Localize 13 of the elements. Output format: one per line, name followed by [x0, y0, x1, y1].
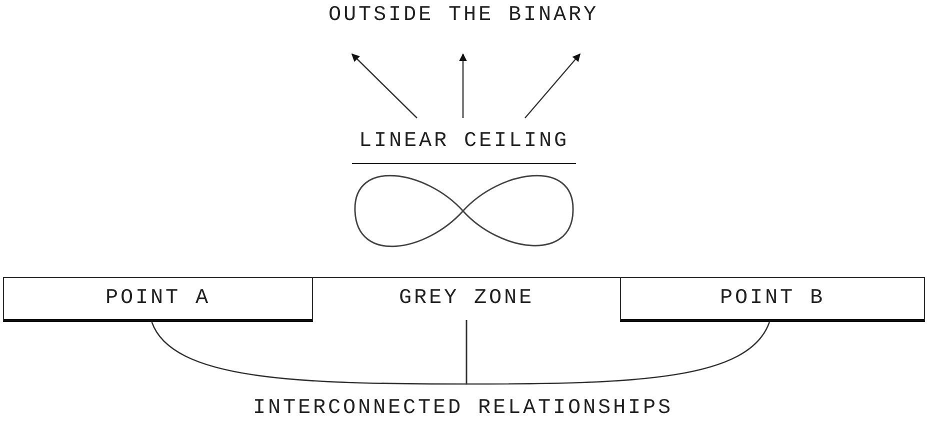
- node-label: GREY ZONE: [398, 287, 534, 311]
- node-label: OUTSIDE THE BINARY: [328, 4, 599, 28]
- connector-line: [151, 320, 468, 385]
- point-box: [620, 277, 925, 322]
- caption-text: INTERCONNECTED RELATIONSHIPS: [252, 397, 674, 420]
- arrow: [524, 53, 581, 118]
- connector-line: [466, 320, 770, 385]
- arrow: [459, 53, 467, 118]
- arrow: [351, 53, 418, 118]
- node-label: LINEAR CEILING: [358, 130, 570, 154]
- node-label: POINT A: [105, 286, 210, 310]
- point-box: [3, 277, 313, 322]
- node-label: POINT B: [720, 286, 825, 310]
